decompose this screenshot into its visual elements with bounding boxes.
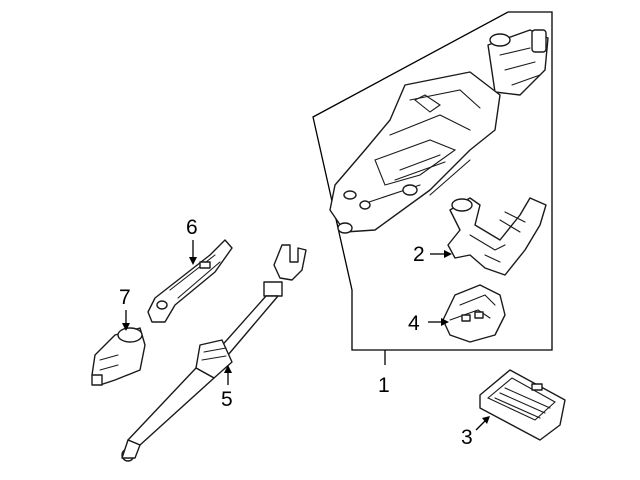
steering-column-assembly [329, 29, 549, 234]
callout-5: 5 [221, 388, 233, 411]
callout-1: 1 [378, 374, 390, 397]
arrowhead-7 [122, 323, 130, 331]
arrowhead-2 [444, 250, 452, 258]
leader-3 [475, 419, 487, 431]
control-unit-part-3 [479, 369, 566, 441]
callout-6: 6 [186, 216, 198, 239]
arrowhead-5 [224, 365, 232, 373]
sleeve-part-7 [91, 327, 146, 386]
arrowhead-3 [482, 416, 490, 424]
leader-lines [122, 240, 490, 431]
assembly-1-boundary [312, 11, 553, 351]
callout-2: 2 [413, 243, 425, 266]
callout-4: 4 [408, 312, 420, 335]
callout-3: 3 [461, 426, 473, 449]
arrowhead-4 [441, 318, 449, 326]
callout-7: 7 [119, 286, 131, 309]
callout-labels: 1 2 3 4 5 6 7 [119, 216, 473, 449]
arrowhead-6 [189, 257, 197, 265]
bracket-part-6 [147, 239, 233, 323]
module-part-4 [442, 284, 506, 343]
switch-part-2 [447, 197, 547, 276]
intermediate-shaft-part-5 [121, 244, 307, 462]
